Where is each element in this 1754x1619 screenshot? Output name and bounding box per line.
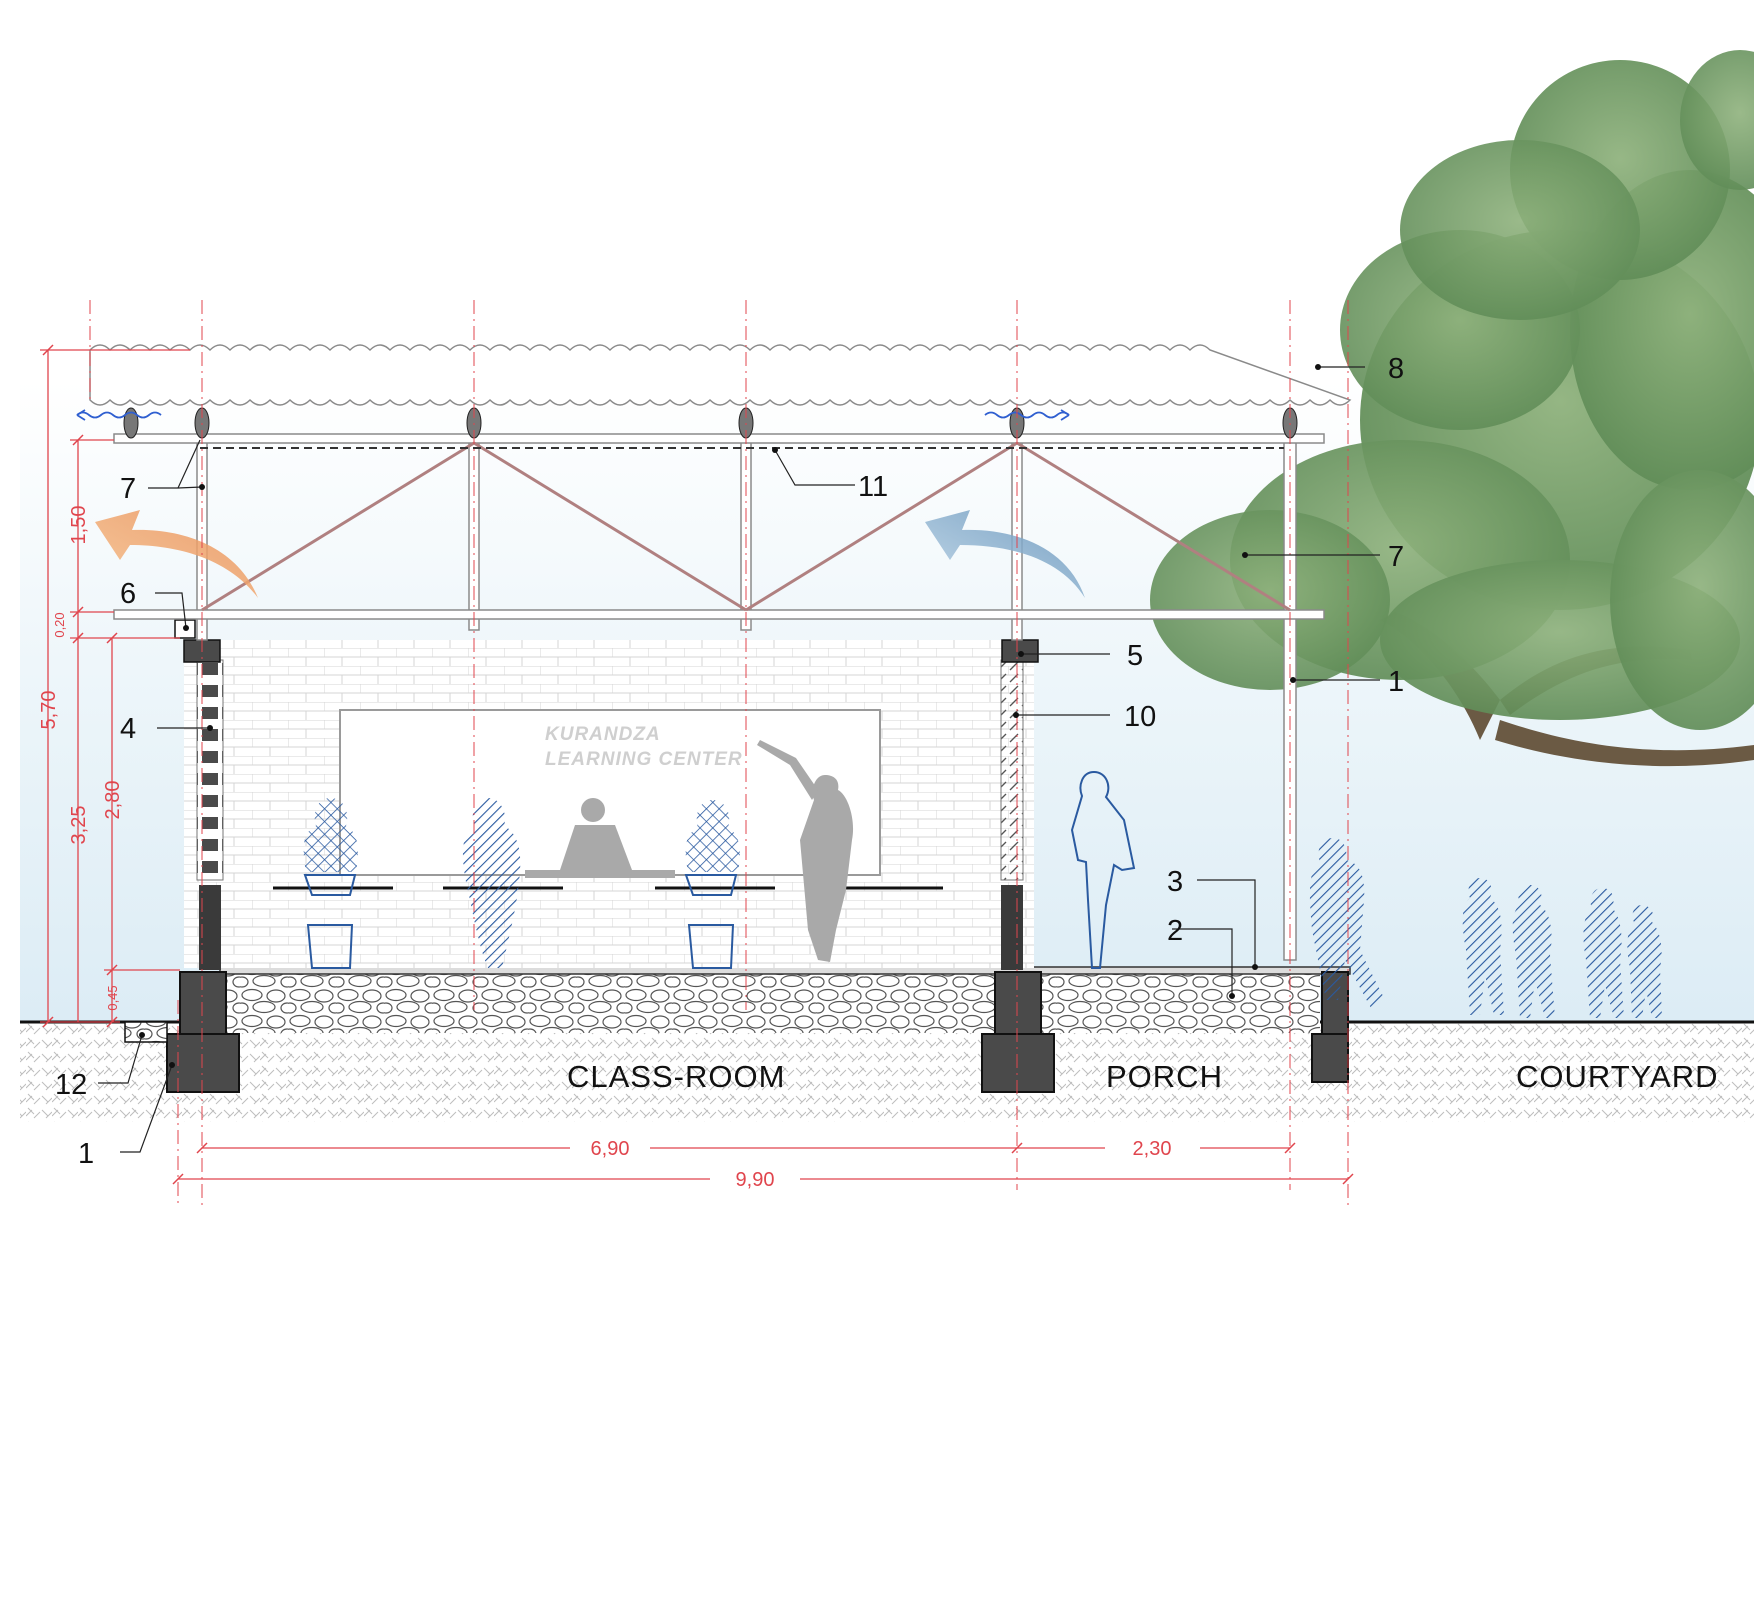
callout-10: 10 <box>1124 701 1156 733</box>
gutter <box>124 1021 168 1043</box>
callout-7-right: 7 <box>1388 541 1404 573</box>
right-wall-slats <box>1000 659 1024 881</box>
leader-lines <box>98 366 1380 1153</box>
callout-1-footing: 1 <box>78 1138 94 1170</box>
wind-arrows <box>76 409 1070 421</box>
dim-total-width: 9,90 <box>736 1169 775 1191</box>
axis-lines <box>89 300 1349 1205</box>
board-line-2: LEARNING CENTER <box>545 749 743 770</box>
dim-classroom-width: 6,90 <box>591 1138 630 1160</box>
dim-wall-height: 2,80 <box>102 781 124 820</box>
footing-left <box>166 1033 240 1093</box>
zone-classroom: CLASS-ROOM <box>567 1059 785 1094</box>
callout-11: 11 <box>858 471 888 503</box>
left-wall-base <box>199 885 221 970</box>
dim-plinth-height: 0,45 <box>105 985 120 1010</box>
leader-dots <box>139 364 1321 1068</box>
corrugated-roof <box>89 344 1352 406</box>
chairs <box>303 874 738 969</box>
dim-total-height: 5,70 <box>38 691 60 730</box>
porch-person <box>1070 770 1136 969</box>
ring-beam-right <box>1001 639 1039 663</box>
plinth-left <box>179 971 227 1035</box>
cool-air-arrow <box>925 510 1085 598</box>
vertical-dimension-ticks <box>42 344 118 1028</box>
warm-air-arrow <box>95 510 258 598</box>
callout-12: 12 <box>55 1069 87 1101</box>
courtyard-people <box>1309 838 1662 1018</box>
callout-6: 6 <box>120 578 136 610</box>
teachers <box>525 740 854 962</box>
callout-7-left: 7 <box>120 473 136 505</box>
footing-right <box>1311 1033 1349 1083</box>
floor-slab <box>219 966 1351 975</box>
callout-8: 8 <box>1388 353 1404 385</box>
soil <box>20 1022 1754 1122</box>
dim-wall-to-ground: 3,25 <box>68 806 90 845</box>
horizontal-dimension-ticks <box>172 1142 1354 1185</box>
callout-1-post: 1 <box>1388 666 1404 698</box>
callout-2: 2 <box>1167 915 1183 947</box>
callout-5: 5 <box>1127 640 1143 672</box>
dim-porch-width: 2,30 <box>1133 1138 1172 1160</box>
callout-3: 3 <box>1167 866 1183 898</box>
dim-truss-height: 1,50 <box>68 506 90 545</box>
plinth-middle <box>994 971 1042 1035</box>
horizontal-dimension-lines <box>178 1147 1348 1180</box>
board-line-1: KURANDZA <box>545 724 661 745</box>
left-wall-blocks <box>196 659 224 881</box>
students-seated <box>303 798 740 968</box>
dim-beam-height: 0,20 <box>52 612 67 637</box>
truss-bottom-chord <box>113 609 1325 620</box>
stone-fill <box>220 973 1320 1033</box>
truss-top-chord <box>113 433 1325 444</box>
footing-middle <box>981 1033 1055 1093</box>
vertical-dimension-lines <box>40 349 190 1023</box>
zone-porch: PORCH <box>1106 1059 1223 1094</box>
zone-courtyard: COURTYARD <box>1516 1059 1718 1094</box>
callout-4: 4 <box>120 713 136 745</box>
right-wall-base <box>1001 885 1023 970</box>
